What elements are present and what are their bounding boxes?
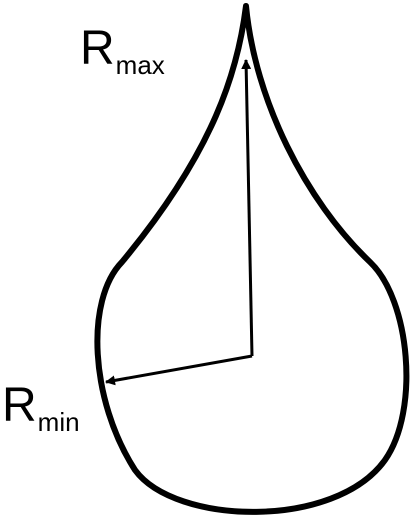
rmax-label-main: R [80,22,115,75]
rmax-label-sub: max [115,50,165,80]
rmin-label-sub: min [37,407,80,437]
rmax-label: Rmax [80,22,165,79]
drop-outline [94,3,410,515]
rmin-arrow [105,354,253,386]
rmax-arrow [241,59,254,357]
rmin-label: Rmin [2,379,80,436]
rmin-label-main: R [2,379,37,432]
